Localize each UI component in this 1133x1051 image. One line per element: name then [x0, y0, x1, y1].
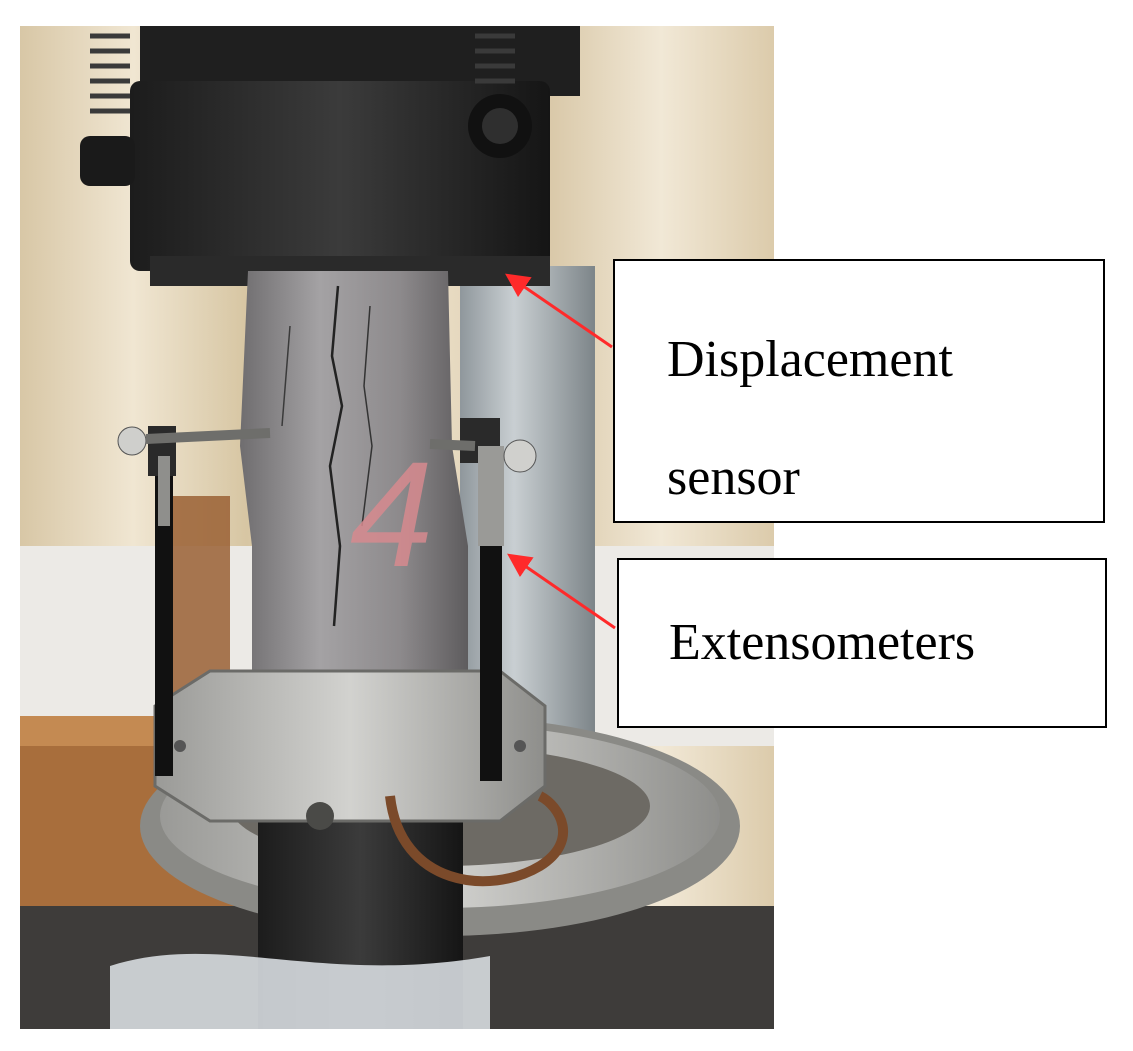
- extensometer-clamp: [153, 669, 547, 823]
- extensometer-left-screw: [145, 428, 271, 444]
- extensometers-label: Extensometers: [669, 614, 976, 671]
- displacement-sensor-callout: Displacement sensor: [613, 259, 1105, 523]
- displacement-label-line1: Displacement: [667, 331, 953, 388]
- displacement-label-line2: sensor: [667, 449, 800, 506]
- specimen-mark: 4: [350, 430, 433, 598]
- extensometer-cable: [385, 791, 568, 887]
- extensometers-callout: Extensometers: [617, 558, 1107, 728]
- test-photo: 4: [20, 26, 774, 1029]
- spring-left: [90, 33, 130, 114]
- specimen-crack: [328, 285, 344, 627]
- spring-right: [475, 33, 515, 84]
- loading-head: [130, 81, 550, 271]
- rock-specimen: [240, 271, 468, 706]
